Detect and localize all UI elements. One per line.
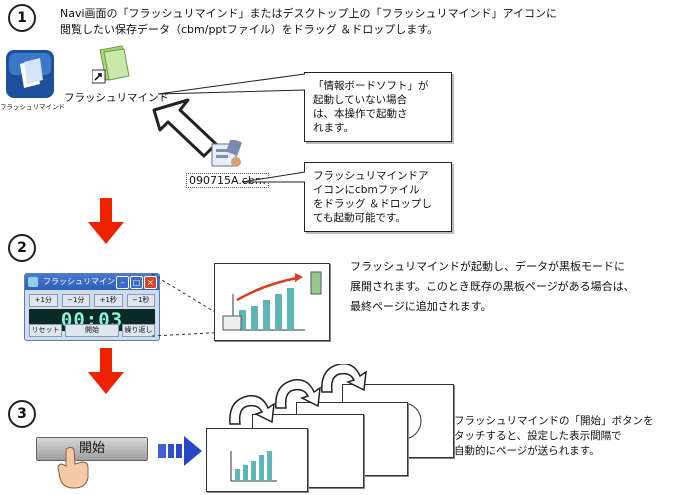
flash-remind-window: フラッシュリマインド – □ × +1分 −1分 +1秒 −1秒 00:03 リ…	[24, 273, 160, 341]
add-second-button[interactable]: +1秒	[94, 294, 123, 307]
step-1-line-2: 閲覧したい保存データ（cbm/pptファイル）をドラッグ ＆ドロップします。	[60, 23, 439, 36]
green-folder-icon	[91, 45, 130, 84]
desktop-shortcut-icon[interactable]	[91, 44, 132, 86]
callout2-line: ても起動可能です。	[313, 212, 406, 224]
step-1-instruction: Navi画面の「フラッシュリマインド」またはデスクトップ上の「フラッシュリマイン…	[60, 6, 557, 38]
callout2-pointer	[241, 171, 306, 183]
start-button-small[interactable]: 開始	[65, 324, 119, 337]
drag-arrow-icon	[152, 98, 218, 158]
callout-not-running: 「情報ボードソフト」が 起動していない場合 は、本操作で起動さ れます。	[304, 72, 452, 142]
page-turn-arrows-icon	[229, 364, 367, 425]
callout1-line: 「情報ボードソフト」が	[313, 80, 429, 92]
flash-remind-app-icon[interactable]	[6, 50, 54, 98]
step-2-line-3: 最終ページに追加されます。	[350, 300, 492, 313]
step-3-line-1: フラッシュリマインドの「開始」ボタンを	[454, 415, 654, 427]
start-button[interactable]: 開始	[36, 437, 148, 461]
step-3-line-3: 自動的にページが送られます。	[454, 445, 600, 457]
callout1-line: は、本操作で起動さ	[313, 108, 408, 120]
desktop-icon-label: フラッシュリマインド	[64, 92, 169, 104]
red-down-arrow-icon	[88, 198, 124, 244]
close-icon[interactable]: ×	[144, 276, 157, 289]
callout1-line: 起動していない場合	[313, 94, 408, 106]
sub-second-button[interactable]: −1秒	[126, 294, 155, 307]
add-minute-button[interactable]: +1分	[29, 294, 58, 307]
step-1-number: 1	[8, 4, 36, 32]
app-icon-label: フラッシュリマインド	[0, 103, 65, 111]
step-2-line-1: フラッシュリマインドが起動し、データが黒板モードに	[350, 260, 625, 273]
step-1-line-1: Navi画面の「フラッシュリマインド」またはデスクトップ上の「フラッシュリマイン…	[60, 7, 557, 20]
cbm-file-icon[interactable]	[210, 138, 246, 170]
window-title-bar: フラッシュリマインド – □ ×	[25, 274, 159, 290]
callout1-line: れます。	[313, 122, 354, 134]
sub-minute-button[interactable]: −1分	[61, 294, 90, 307]
step-3-line-2: タッチすると、設定した表示間隔で	[454, 430, 622, 442]
step-3-description: フラッシュリマインドの「開始」ボタンを タッチすると、設定した表示間隔で 自動的…	[454, 414, 654, 459]
front-bar-chart-icon	[230, 451, 277, 482]
step-2-number: 2	[8, 234, 36, 262]
callout2-line: をドラッグ ＆ドロップし	[313, 198, 432, 210]
touching-hand-icon	[57, 446, 89, 489]
bar-chart-slide-icon	[222, 271, 322, 331]
step-3-number: 3	[8, 400, 36, 428]
callout1-pointer	[157, 73, 306, 95]
window-title: フラッシュリマインド	[43, 277, 123, 286]
step-2-line-2: 展開されます。このとき既存の黒板ページがある場合は、	[350, 280, 635, 293]
blackboard-preview	[214, 263, 330, 341]
red-down-arrow-icon	[88, 348, 124, 394]
file-document-icon	[211, 138, 243, 167]
callout2-line: フラッシュリマインドア	[313, 170, 429, 182]
minimize-icon[interactable]: –	[116, 276, 129, 289]
blue-right-arrow-icon	[158, 436, 202, 466]
step-2-description: フラッシュリマインドが起動し、データが黒板モードに 展開されます。このとき既存の…	[350, 257, 635, 317]
reset-button[interactable]: リセット	[29, 324, 63, 337]
maximize-icon[interactable]: □	[130, 276, 143, 289]
page-shape-icon	[402, 402, 422, 440]
window-app-icon	[28, 277, 38, 287]
callout-icon-drop: フラッシュリマインドア イコンにcbmファイル をドラッグ ＆ドロップし ても起…	[304, 162, 452, 232]
page-stack-front	[206, 428, 308, 492]
repeat-button[interactable]: 繰り返し	[121, 324, 155, 337]
flash-remind-logo-icon	[6, 50, 54, 98]
start-button-label: 開始	[78, 441, 105, 456]
callout2-line: イコンにcbmファイル	[313, 184, 420, 196]
